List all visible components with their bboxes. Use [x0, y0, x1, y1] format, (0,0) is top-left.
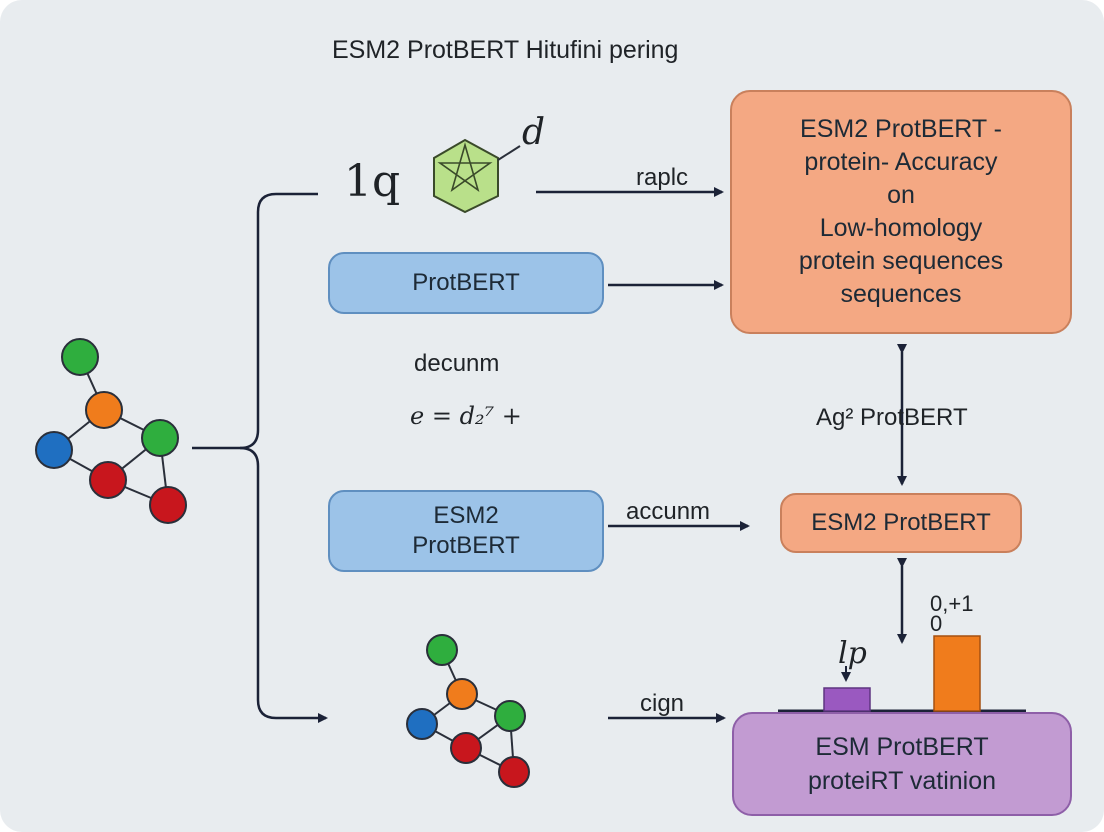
lp-label: lp [838, 636, 867, 671]
protbert-label: ProtBERT [412, 269, 520, 296]
symbol-lq-text: 1q [344, 156, 401, 207]
symbol-d: d [522, 112, 546, 153]
esm2-protbert-line1: ESM2 [433, 502, 499, 529]
cign-label: cign [640, 690, 685, 717]
esm2-protbert-small-box: ESM2 ProtBERT [780, 493, 1022, 553]
page-title: ESM2 ProtBERT Hitufini pering [332, 36, 679, 64]
bar-purple [823, 687, 871, 712]
accuracy-line-5: protein sequences [798, 247, 1004, 275]
accuracy-line-2: protein- Accuracy [804, 148, 998, 176]
purple-box: ESM ProtBERT proteiRT vatinion [732, 712, 1072, 816]
esm2-protbert-small-label: ESM2 ProtBERT [811, 509, 991, 536]
accuracy-line-6: sequences [840, 280, 962, 308]
molecule-graph-icon [406, 634, 530, 788]
ag2-protbert-label: Ag² ProtBERT [816, 404, 968, 431]
raplc-label: raplc [636, 164, 689, 191]
symbol-lq: 1q [344, 156, 400, 207]
left-bracket-connector [192, 192, 318, 450]
purple-line-2: proteiRT vatinion [807, 767, 997, 795]
bar-value-label: 0,+1 0 [930, 591, 974, 636]
protein-star-icon [433, 138, 521, 214]
left-bracket-lower [239, 446, 328, 723]
accunm-label: accunm [626, 498, 711, 525]
accuracy-line-3: on [887, 181, 915, 209]
molecule-graph-icon [35, 338, 187, 524]
equation-label: e = d₂⁷ + [410, 402, 522, 430]
accuracy-line-1: ESM2 ProtBERT - [800, 115, 1002, 143]
esm2-protbert-line2: ProtBERT [412, 532, 520, 559]
accuracy-line-4: Low-homology [819, 214, 983, 242]
esm2-protbert-box: ESM2 ProtBERT [328, 490, 604, 572]
purple-line-1: ESM ProtBERT [815, 733, 989, 761]
protbert-box: ProtBERT [328, 252, 604, 314]
accuracy-box: ESM2 ProtBERT - protein- Accuracy on Low… [730, 90, 1072, 334]
bar-orange [933, 635, 981, 712]
decunm-label: decunm [414, 350, 500, 377]
